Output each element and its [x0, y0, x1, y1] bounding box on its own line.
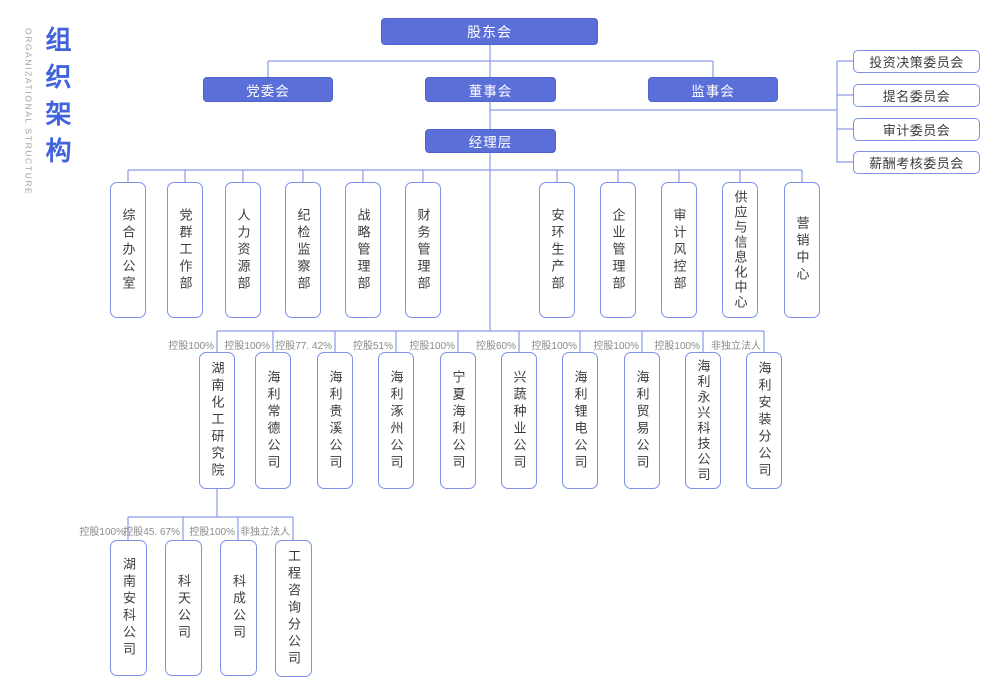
- dept-label: 综合办公室: [120, 207, 136, 293]
- node-sub-ningxia-haili: 宁夏海利公司: [440, 352, 476, 489]
- ownership-label: 控股77. 42%: [275, 341, 332, 352]
- subsidiary-label: 海利安装分公司: [756, 361, 772, 480]
- dept-label: 党群工作部: [177, 207, 193, 293]
- ownership-label: 控股45. 67%: [123, 527, 180, 538]
- node-rsub-ketian: 科天公司: [165, 540, 202, 676]
- dept-label: 审计风控部: [671, 207, 687, 293]
- node-sub-haili-zhuozhou: 海利涿州公司: [378, 352, 414, 489]
- ownership-label: 控股100%: [531, 341, 577, 352]
- node-dept-supply-informatization-center: 供应与信息化中心: [722, 182, 758, 318]
- subsidiary-label: 湖南化工研究院: [209, 361, 225, 480]
- node-dept-finance-management: 财务管理部: [405, 182, 441, 318]
- dept-label: 财务管理部: [415, 207, 431, 293]
- node-committee-nomination: 提名委员会: [853, 84, 980, 107]
- node-supervisory-board: 监事会: [648, 77, 778, 102]
- ownership-label: 控股100%: [593, 341, 639, 352]
- node-dept-general-office: 综合办公室: [110, 182, 146, 318]
- ownership-label: 控股100%: [79, 527, 125, 538]
- dept-label: 战略管理部: [355, 207, 371, 293]
- node-rsub-kecheng: 科成公司: [220, 540, 257, 676]
- node-dept-strategy-management: 战略管理部: [345, 182, 381, 318]
- node-dept-party-mass-work: 党群工作部: [167, 182, 203, 318]
- subsidiary-label: 海利贸易公司: [634, 369, 650, 472]
- dept-label: 企业管理部: [610, 207, 626, 293]
- node-rsub-hunan-anke: 湖南安科公司: [110, 540, 147, 676]
- node-sub-haili-changde: 海利常德公司: [255, 352, 291, 489]
- node-dept-enterprise-management: 企业管理部: [600, 182, 636, 318]
- subsidiary-label: 海利涿州公司: [388, 369, 404, 472]
- subsidiary-label: 工程咨询分公司: [286, 549, 301, 668]
- node-dept-audit-risk-control: 审计风控部: [661, 182, 697, 318]
- node-sub-hunan-chemical-research-institute: 湖南化工研究院: [199, 352, 235, 489]
- dept-label: 营销中心: [794, 216, 810, 284]
- dept-label: 安环生产部: [549, 207, 565, 293]
- node-committee-compensation-appraisal: 薪酬考核委员会: [853, 151, 980, 174]
- page-subtitle-english: ORGANIZATIONAL STRUCTURE: [23, 28, 34, 196]
- ownership-label: 控股100%: [654, 341, 700, 352]
- ownership-label: 非独立法人: [240, 527, 290, 538]
- node-committee-audit: 审计委员会: [853, 118, 980, 141]
- node-sub-haili-guixi: 海利贵溪公司: [317, 352, 353, 489]
- node-dept-marketing-center: 营销中心: [784, 182, 820, 318]
- subsidiary-label: 海利永兴科技公司: [695, 358, 711, 483]
- node-committee-investment-decision: 投资决策委员会: [853, 50, 980, 73]
- subsidiary-label: 宁夏海利公司: [450, 369, 466, 472]
- ownership-label: 控股100%: [224, 341, 270, 352]
- node-dept-human-resources: 人力资源部: [225, 182, 261, 318]
- subsidiary-label: 兴蔬种业公司: [511, 369, 527, 472]
- subsidiary-label: 海利常德公司: [265, 369, 281, 472]
- page-title: 组织架构: [42, 26, 72, 174]
- node-rsub-engineering-consulting-branch: 工程咨询分公司: [275, 540, 312, 677]
- ownership-label: 控股51%: [352, 341, 393, 352]
- node-dept-discipline-inspection: 纪检监察部: [285, 182, 321, 318]
- node-sub-haili-lithium: 海利锂电公司: [562, 352, 598, 489]
- subsidiary-label: 海利锂电公司: [572, 369, 588, 472]
- dept-label: 供应与信息化中心: [732, 190, 748, 310]
- node-party-committee: 党委会: [203, 77, 333, 102]
- ownership-label: 非独立法人: [711, 341, 761, 352]
- dept-label: 纪检监察部: [295, 207, 311, 293]
- node-board-of-directors: 董事会: [425, 77, 556, 102]
- ownership-label: 控股100%: [409, 341, 455, 352]
- subsidiary-label: 湖南安科公司: [121, 557, 136, 659]
- node-management-level: 经理层: [425, 129, 556, 153]
- dept-label: 人力资源部: [235, 207, 251, 293]
- node-dept-safety-production: 安环生产部: [539, 182, 575, 318]
- node-sub-haili-installation-branch: 海利安装分公司: [746, 352, 782, 489]
- subsidiary-label: 科天公司: [176, 574, 191, 642]
- subsidiary-label: 海利贵溪公司: [327, 369, 343, 472]
- ownership-label: 控股100%: [189, 527, 235, 538]
- subsidiary-label: 科成公司: [231, 574, 246, 642]
- node-shareholders-meeting: 股东会: [381, 18, 598, 45]
- node-sub-xingshu-seed: 兴蔬种业公司: [501, 352, 537, 489]
- node-sub-haili-trading: 海利贸易公司: [624, 352, 660, 489]
- ownership-label: 控股100%: [168, 341, 214, 352]
- node-sub-haili-yongxing-tech: 海利永兴科技公司: [685, 352, 721, 489]
- ownership-label: 控股60%: [475, 341, 516, 352]
